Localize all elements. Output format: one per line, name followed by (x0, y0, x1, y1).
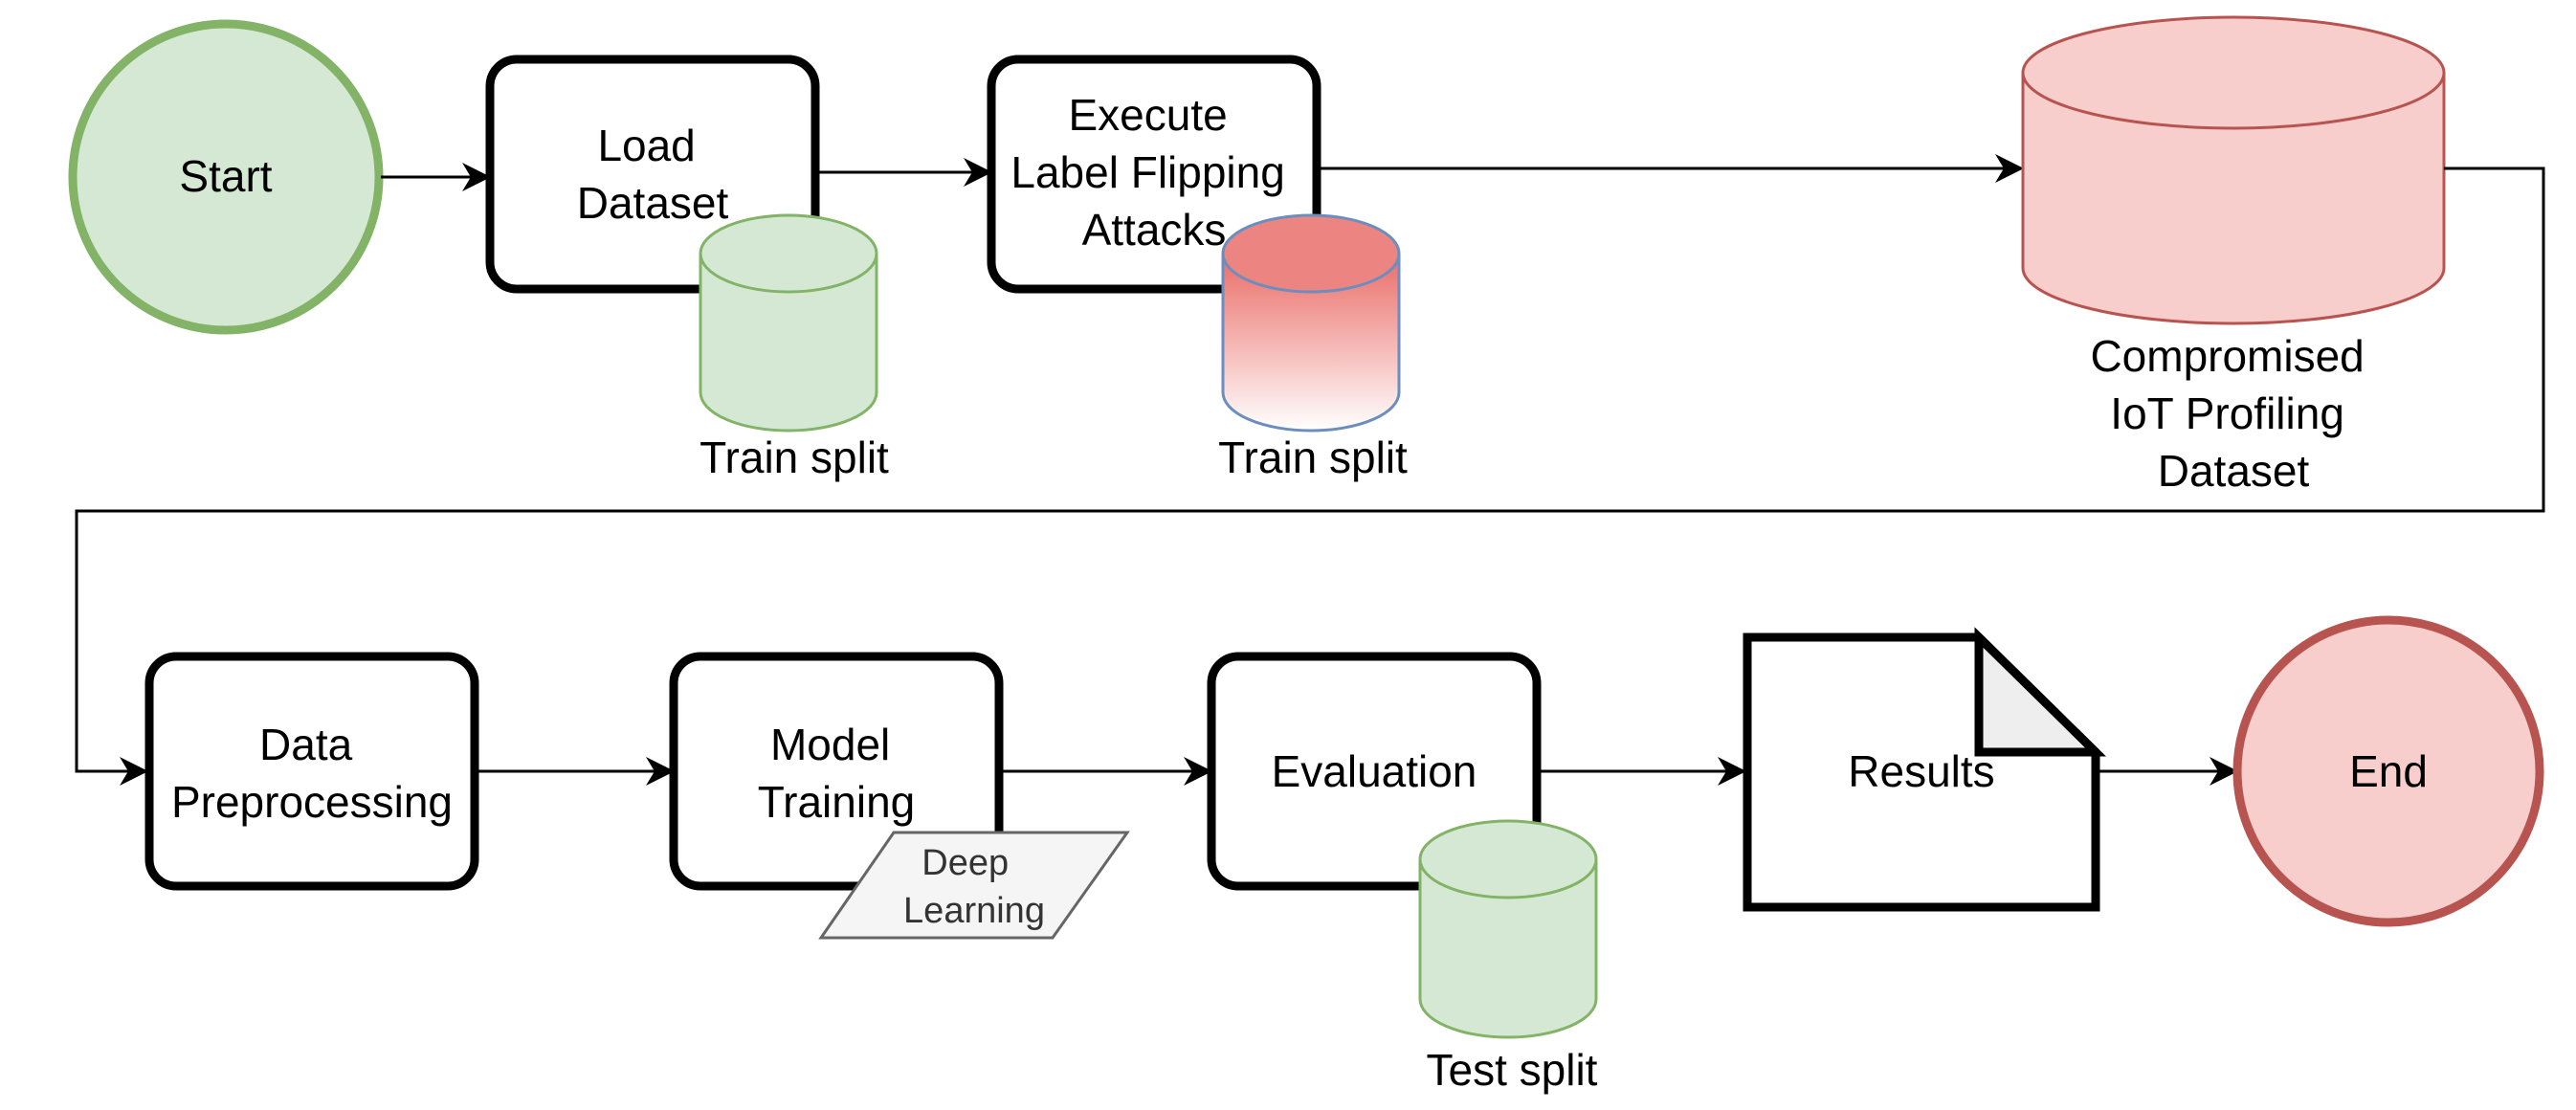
train-split-1-label: Train split (700, 433, 889, 482)
evaluation-label: Evaluation (1272, 746, 1477, 796)
deep-learning-parallelogram: Deep Learning (818, 831, 1130, 940)
start-label: Start (179, 151, 272, 201)
compromised-dataset-label: Compromised IoT Profiling Dataset (2090, 331, 2376, 496)
load-dataset-label: Load Dataset (577, 121, 729, 228)
start-node: Start (68, 19, 384, 335)
model-training-label: Model Training (758, 720, 915, 827)
test-split-label: Test split (1427, 1045, 1598, 1095)
train-split-cylinder-1: Train split (699, 213, 889, 482)
data-preprocessing-label: Data Preprocessing (171, 720, 453, 827)
execute-attack-node: Execute Label Flipping Attacks (987, 55, 1321, 294)
end-label: End (2349, 746, 2428, 796)
model-training-node: Model Training (669, 652, 1004, 891)
compromised-dataset-cylinder: Compromised IoT Profiling Dataset (2021, 15, 2446, 496)
folded-corner (1974, 627, 2106, 757)
results-label: Results (1848, 746, 1994, 796)
edge-compromised-to-preprocessing (75, 166, 2545, 786)
train-split-2-label: Train split (1218, 433, 1408, 482)
train-split-cylinder-2: Train split (1218, 213, 1408, 482)
execute-attack-label: Execute Label Flipping Attacks (1010, 90, 1297, 255)
test-split-cylinder: Test split (1418, 819, 1598, 1095)
data-preprocessing-node: Data Preprocessing (144, 652, 479, 891)
end-node: End (2232, 615, 2544, 927)
deep-learning-label: Deep Learning (903, 843, 1045, 931)
results-document: Results (1743, 627, 2106, 912)
